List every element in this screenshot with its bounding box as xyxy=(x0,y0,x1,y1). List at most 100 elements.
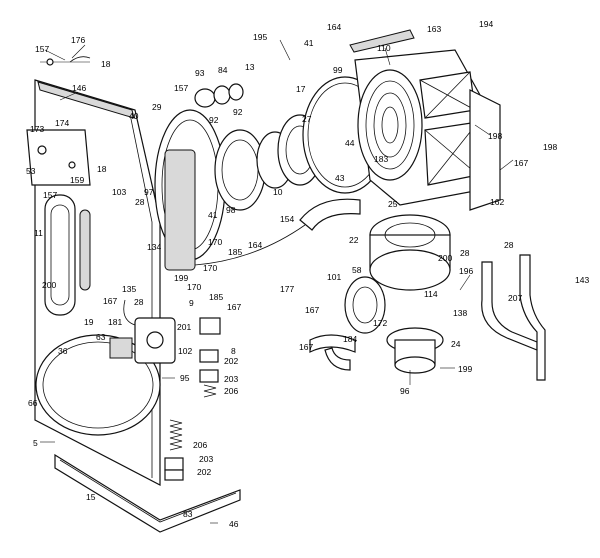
bracket-173-174 xyxy=(26,129,91,186)
callout-170c: 170 xyxy=(187,282,201,292)
fittings-201-202-203 xyxy=(164,317,221,481)
callout-97: 97 xyxy=(144,187,154,197)
callout-198b: 198 xyxy=(543,142,557,152)
heat-exchanger-110 xyxy=(354,49,481,206)
callout-17: 17 xyxy=(296,84,306,94)
callout-194: 194 xyxy=(479,19,493,29)
callout-27: 27 xyxy=(302,114,312,124)
callout-13: 13 xyxy=(245,62,255,72)
springs-206 xyxy=(169,384,217,451)
callout-201: 201 xyxy=(177,322,191,332)
callout-53: 53 xyxy=(26,166,36,176)
callout-159: 159 xyxy=(70,175,84,185)
callout-134: 134 xyxy=(147,242,161,252)
callout-93: 93 xyxy=(195,68,205,78)
callout-157c: 157 xyxy=(174,83,188,93)
callout-83: 83 xyxy=(183,509,193,519)
callout-202: 202 xyxy=(224,356,238,366)
callout-207: 207 xyxy=(508,293,522,303)
callout-84: 84 xyxy=(218,65,228,75)
callout-164b: 164 xyxy=(327,22,341,32)
callout-176: 176 xyxy=(71,35,85,45)
callout-24: 24 xyxy=(451,339,461,349)
callout-66: 66 xyxy=(28,398,38,408)
callout-63: 63 xyxy=(96,332,106,342)
callout-163: 163 xyxy=(427,24,441,34)
callout-11: 11 xyxy=(34,228,43,238)
callout-28c: 28 xyxy=(460,248,470,258)
callout-5: 5 xyxy=(33,438,38,448)
callout-167e: 167 xyxy=(299,342,313,352)
callout-29: 29 xyxy=(152,102,162,112)
callout-199b: 199 xyxy=(458,364,472,374)
callout-200: 200 xyxy=(42,280,56,290)
side-panel-11 xyxy=(44,194,91,316)
side-plate-162 xyxy=(469,89,501,211)
callout-96: 96 xyxy=(400,386,410,396)
callout-196: 196 xyxy=(459,266,473,276)
water-pipes-207-143 xyxy=(481,254,546,381)
callout-102: 102 xyxy=(178,346,192,356)
callout-138: 138 xyxy=(453,308,467,318)
callout-170: 170 xyxy=(208,237,222,247)
callout-167b: 167 xyxy=(227,302,241,312)
callout-15: 15 xyxy=(86,492,96,502)
callout-206: 206 xyxy=(224,386,238,396)
callout-195: 195 xyxy=(253,32,267,42)
callout-41: 41 xyxy=(208,210,218,220)
callout-25: 25 xyxy=(388,199,398,209)
callout-198: 198 xyxy=(488,131,502,141)
callout-19: 19 xyxy=(84,317,94,327)
callout-98: 98 xyxy=(226,205,236,215)
callout-177: 177 xyxy=(280,284,294,294)
callout-173: 173 xyxy=(30,124,44,134)
callout-170b: 170 xyxy=(203,263,217,273)
callout-157: 157 xyxy=(35,44,49,54)
callout-101: 101 xyxy=(327,272,341,282)
callout-172: 172 xyxy=(373,318,387,328)
callout-18b: 18 xyxy=(97,164,107,174)
callout-36: 36 xyxy=(58,346,68,356)
fan-assembly-22 xyxy=(369,214,451,291)
bottom-tray-15 xyxy=(54,453,241,533)
leader-lines xyxy=(40,39,514,524)
gaskets-93-84-92 xyxy=(194,83,266,211)
callout-28d: 28 xyxy=(504,240,514,250)
callout-202b: 202 xyxy=(197,467,211,477)
electrode-157 xyxy=(40,56,91,66)
callout-22: 22 xyxy=(349,235,359,245)
callout-167c: 167 xyxy=(514,158,528,168)
callout-labels: 157 176 18 146 29 40 173 174 53 159 157 … xyxy=(26,19,589,529)
callout-199: 199 xyxy=(174,273,188,283)
flue-pipe-154 xyxy=(299,198,361,231)
callout-95: 95 xyxy=(180,373,190,383)
callout-146: 146 xyxy=(72,83,86,93)
callout-174: 174 xyxy=(55,118,69,128)
air-intake-58 xyxy=(344,276,386,334)
callout-110: 110 xyxy=(377,43,391,53)
callout-99: 99 xyxy=(333,65,343,75)
callout-184: 184 xyxy=(343,334,357,344)
callout-162: 162 xyxy=(490,197,504,207)
callout-185b: 185 xyxy=(209,292,223,302)
callout-92: 92 xyxy=(209,115,219,125)
callout-92b: 92 xyxy=(233,107,243,117)
callout-58: 58 xyxy=(352,265,362,275)
callout-41b: 41 xyxy=(304,38,314,48)
callout-40: 40 xyxy=(129,111,139,121)
callout-183: 183 xyxy=(374,154,388,164)
callout-46: 46 xyxy=(229,519,239,529)
callout-206b: 206 xyxy=(193,440,207,450)
hose-184 xyxy=(309,334,356,371)
callout-154: 154 xyxy=(280,214,294,224)
callout-114: 114 xyxy=(424,289,438,299)
callout-103: 103 xyxy=(112,187,126,197)
callout-181: 181 xyxy=(108,317,122,327)
burner-door xyxy=(154,109,226,271)
cover-plate-163 xyxy=(349,29,415,53)
callout-28b: 28 xyxy=(134,297,144,307)
callout-203b: 203 xyxy=(199,454,213,464)
callout-8: 8 xyxy=(231,346,236,356)
callout-157b: 157 xyxy=(43,190,57,200)
